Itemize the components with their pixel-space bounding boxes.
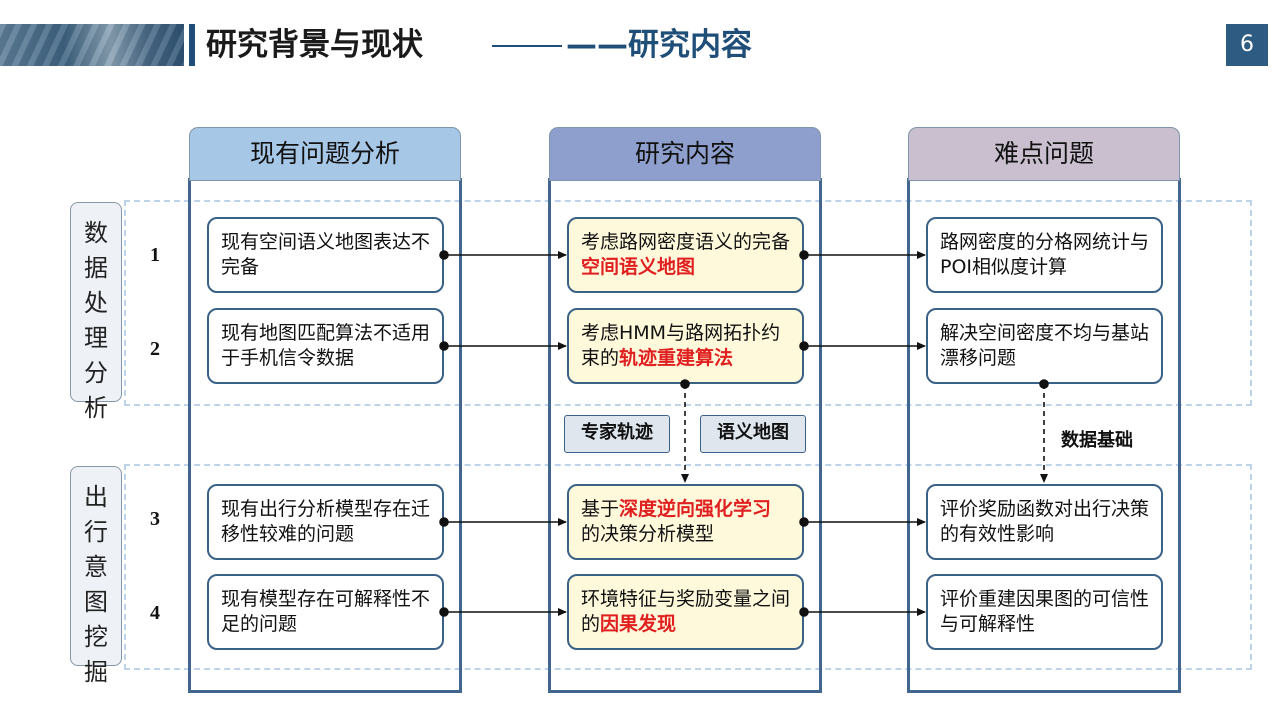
difficulty-card: 解决空间密度不均与基站漂移问题 — [926, 308, 1163, 384]
row-band-travel-intent — [124, 464, 1252, 670]
difficulty-card: 评价奖励函数对出行决策的有效性影响 — [926, 484, 1163, 560]
row-number: 4 — [150, 602, 160, 624]
row-number: 2 — [150, 338, 160, 360]
expert-trajectory-tag: 专家轨迹 — [564, 415, 670, 453]
highlight-term: 空间语义地图 — [581, 256, 696, 278]
page-number: 6 — [1226, 24, 1268, 66]
problem-card: 现有模型存在可解释性不足的问题 — [207, 574, 444, 650]
row-band-data-processing — [124, 200, 1252, 406]
problem-card: 现有地图匹配算法不适用于手机信令数据 — [207, 308, 444, 384]
row-number: 1 — [150, 244, 160, 266]
column-header-content: 研究内容 — [549, 127, 821, 181]
problem-card: 现有出行分析模型存在迁移性较难的问题 — [207, 484, 444, 560]
content-card: 环境特征与奖励变量之间的因果发现 — [567, 574, 804, 650]
difficulty-card: 路网密度的分格网统计与POI相似度计算 — [926, 217, 1163, 293]
content-card: 考虑路网密度语义的完备空间语义地图 — [567, 217, 804, 293]
difficulty-card: 评价重建因果图的可信性与可解释性 — [926, 574, 1163, 650]
problem-card: 现有空间语义地图表达不完备 — [207, 217, 444, 293]
content-card: 考虑HMM与路网拓扑约束的轨迹重建算法 — [567, 308, 804, 384]
content-card: 基于深度逆向强化学习的决策分析模型 — [567, 484, 804, 560]
row-group-label-data-processing: 数据处理分析 — [70, 202, 122, 422]
title-dash-line — [492, 45, 562, 47]
header-banner-image — [0, 24, 184, 66]
column-header-problems: 现有问题分析 — [189, 127, 461, 181]
row-number: 3 — [150, 508, 160, 530]
row-group-label-travel-intent: 出行意图挖掘 — [70, 466, 122, 686]
page-subtitle: ——研究内容 — [566, 27, 752, 63]
highlight-term: 轨迹重建算法 — [619, 347, 734, 369]
column-header-difficulties: 难点问题 — [908, 127, 1180, 181]
highlight-term: 因果发现 — [600, 613, 677, 635]
header-accent-bar — [189, 24, 195, 66]
highlight-term: 深度逆向强化学习 — [619, 498, 772, 520]
data-foundation-label: 数据基础 — [1061, 430, 1133, 451]
page-title: 研究背景与现状 — [206, 27, 423, 63]
semantic-map-tag: 语义地图 — [700, 415, 806, 453]
